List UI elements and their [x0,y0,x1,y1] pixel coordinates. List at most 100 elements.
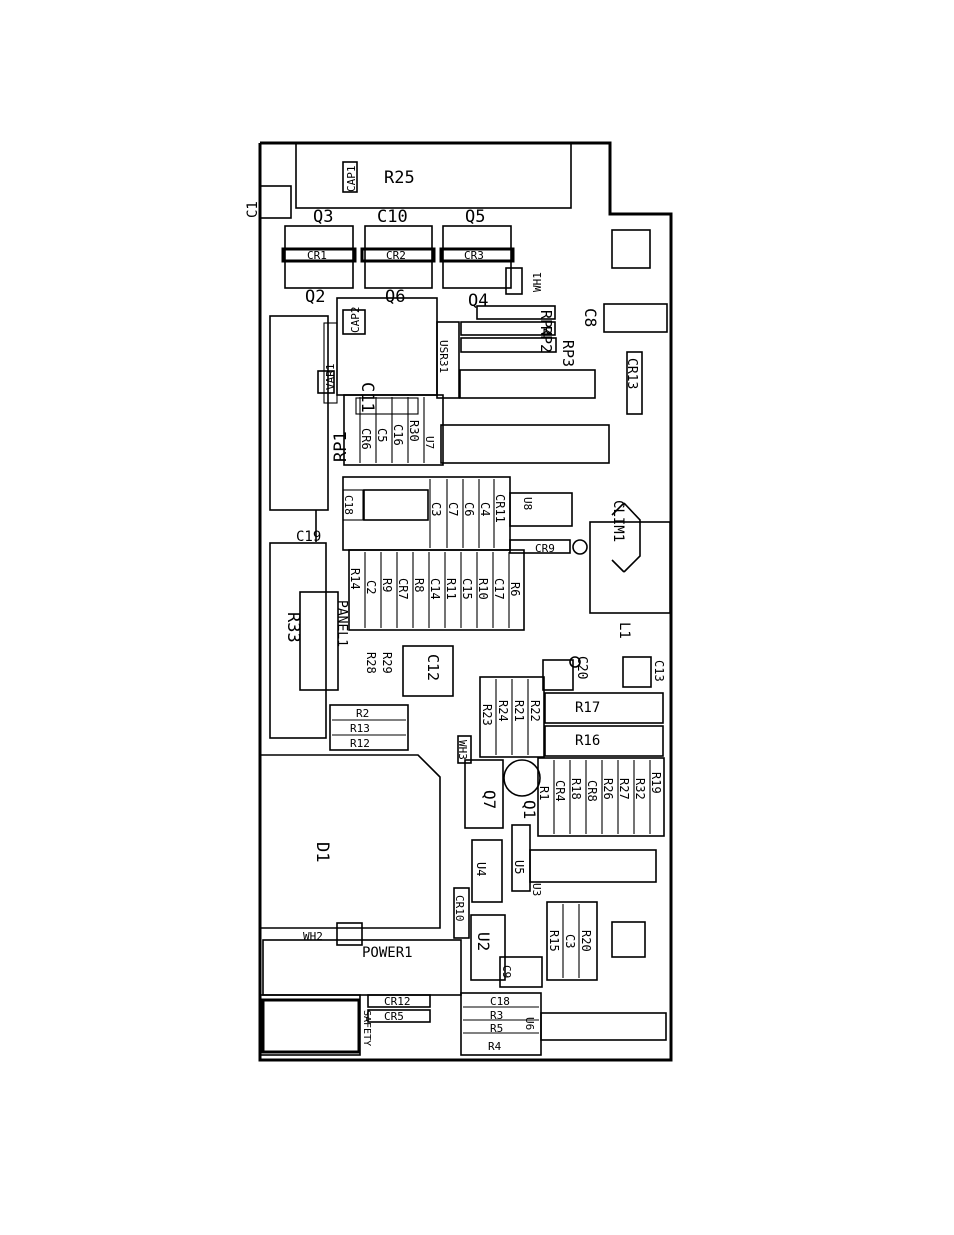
c18-component [342,489,364,521]
u3-label: U3 [530,883,543,896]
bank-r2-r12 [329,704,409,751]
c2-label: C2 [364,580,378,594]
u3-component [529,849,657,883]
c15-label: C15 [460,578,474,600]
board-outline [258,141,673,1062]
cr7-label: CR7 [396,578,410,600]
c17-label: C17 [492,578,506,600]
r28-label: R28 [364,652,378,674]
wh2-label: WH2 [303,930,323,943]
bank-r14-r6 [348,549,525,631]
r16-label: R16 [575,733,600,749]
q6-label: Q6 [385,287,405,307]
c13-component [622,656,652,688]
r23-label: R23 [480,704,494,726]
cr8-label: CR8 [585,780,599,802]
u8-label: U8 [521,497,534,510]
cr9-component [509,539,571,554]
usr31-label: USR31 [437,340,450,373]
rp4-label: RP4 [537,310,555,337]
c9-component [499,956,543,988]
r17-component [544,692,664,724]
r18-label: R18 [569,778,583,800]
r33-label: R33 [283,612,303,643]
q1-component [503,759,541,797]
var1-label: VAR1 [324,364,337,391]
c9-label: C9 [500,965,513,978]
c11-label: C11 [357,382,377,413]
cr9-label: CR9 [535,542,555,555]
r11-label: R11 [444,578,458,600]
r16-component [544,725,664,757]
cap2-component [342,309,366,335]
power1-label: POWER1 [362,945,413,961]
cr13-component [626,351,643,415]
r1-label: R1 [537,786,551,800]
var1-component [317,370,335,394]
panel1-component [299,591,339,691]
c18b-label: C18 [490,995,510,1008]
u2-component [470,914,506,981]
c3b-label: C3 [563,934,577,948]
r29-label: R29 [380,652,394,674]
cr2-component [360,247,436,263]
c12-label: C12 [424,654,442,681]
safety-label: SAFETY [361,1010,372,1046]
l1-component [589,521,671,614]
c1-component [259,185,292,219]
c4b-label: C4 [478,502,492,516]
q3-label: Q3 [313,207,333,227]
r24-label: R24 [496,700,510,722]
rp2-label: RP2 [537,326,555,353]
c10-component [364,225,433,289]
rp1-component [269,315,329,511]
u8-component [509,492,573,527]
r19-label: R19 [649,772,663,794]
cap1-label: CAP1 [345,166,358,193]
bank-r1-r19 [537,757,665,837]
bank-cr6-u7 [343,394,444,466]
r33-component [269,542,327,739]
r27-label: R27 [617,778,631,800]
r2-label: R2 [356,707,369,720]
q5-component [442,225,512,289]
cr3-component [439,247,515,263]
cr9-pad [572,539,588,555]
cr5-label: CR5 [384,1010,404,1023]
c20-component [542,659,574,691]
cr2-label: CR2 [386,249,406,262]
q4-label: Q4 [468,291,488,311]
cap2-label: CAP2 [349,307,362,334]
c7-label: C7 [446,502,460,516]
c8-label: C8 [581,308,600,327]
r10-label: R10 [476,578,490,600]
rp3-label: RP3 [559,340,577,367]
cr6-label: CR6 [359,428,373,450]
wh1-label: WH1 [531,272,544,292]
cr4-label: CR4 [553,780,567,802]
r14-label: R14 [348,568,362,590]
cr11-label: CR11 [493,494,507,523]
clim1-label: CLIM1 [610,500,626,542]
c16-label: C16 [391,424,405,446]
r25-component [295,142,572,209]
u2-label: U2 [474,932,493,951]
c20-label: C20 [574,656,589,679]
c14-label: C14 [428,578,442,600]
u7-label: U7 [423,436,436,449]
r9-label: R9 [380,578,394,592]
r32-label: R32 [633,778,647,800]
r17-label: R17 [575,700,600,716]
q2-label: Q2 [305,287,325,307]
cr5-component [367,1009,431,1023]
c3-label: C3 [429,502,443,516]
rp2-component [460,321,556,336]
c18-label: C18 [342,495,355,515]
r5-label: R5 [490,1022,503,1035]
r15-label: R15 [547,930,561,952]
l1-label: L1 [616,622,632,639]
cr10-component [453,887,470,939]
r25-label: R25 [384,168,415,188]
usr31-strip [459,369,596,399]
safety-inner [261,998,361,1054]
